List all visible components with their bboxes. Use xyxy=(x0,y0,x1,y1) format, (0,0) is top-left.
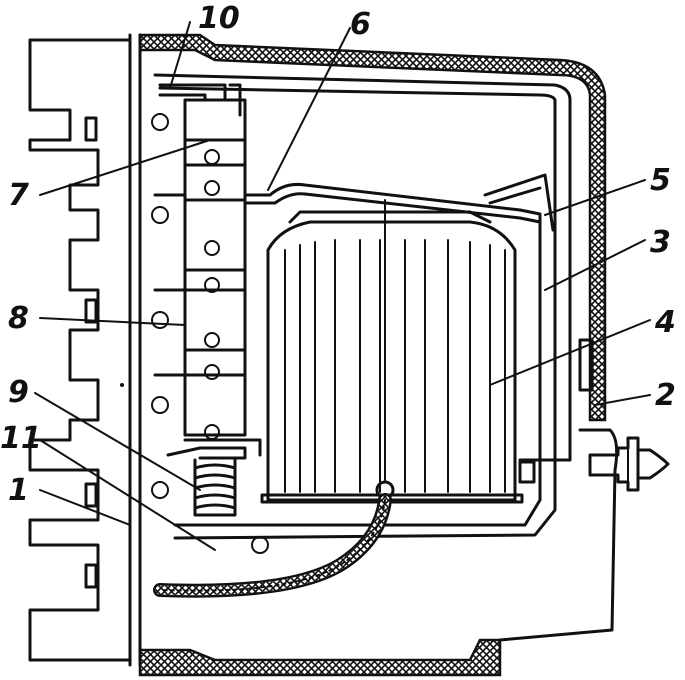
callout-1: 1 xyxy=(8,473,29,508)
coil xyxy=(260,199,524,504)
armature xyxy=(243,173,555,232)
coil-ribs xyxy=(284,239,506,493)
contact-screws xyxy=(151,113,269,554)
base-plate xyxy=(28,33,142,667)
callout-10: 10 xyxy=(198,1,240,36)
frame-bracket xyxy=(153,73,572,540)
contact-stack xyxy=(151,83,269,554)
callout-5: 5 xyxy=(650,163,671,198)
casing xyxy=(138,33,619,677)
callout-3: 3 xyxy=(650,225,671,260)
spring xyxy=(166,446,247,517)
callout-9: 9 xyxy=(8,375,29,410)
terminal-bolt xyxy=(588,436,670,492)
callout-4: 4 xyxy=(654,305,676,340)
callout-8: 8 xyxy=(8,301,29,336)
callout-2: 2 xyxy=(655,378,676,413)
callout-11: 11 xyxy=(0,421,42,456)
leader-lines xyxy=(34,21,651,551)
callouts: 10 6 5 3 4 2 7 8 9 11 1 xyxy=(0,1,676,508)
lead-wire xyxy=(153,493,392,598)
callout-6: 6 xyxy=(350,7,371,42)
callout-7: 7 xyxy=(8,178,29,213)
